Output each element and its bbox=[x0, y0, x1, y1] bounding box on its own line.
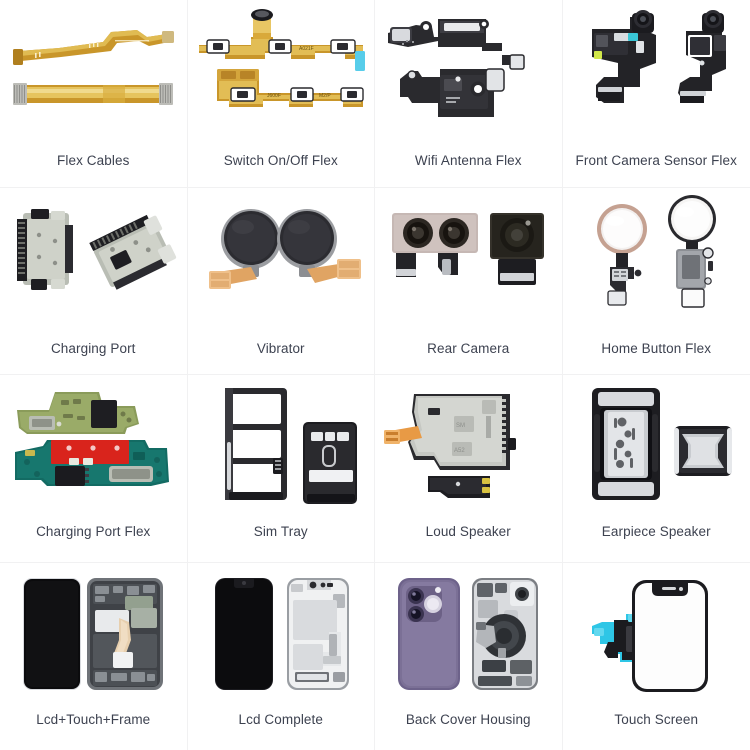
category-label: Wifi Antenna Flex bbox=[414, 153, 522, 168]
lcd-touch-frame-thumbnail bbox=[0, 563, 187, 701]
category-label: Switch On/Off Flex bbox=[223, 153, 338, 168]
category-label: Home Button Flex bbox=[601, 340, 712, 356]
category-label: Charging Port bbox=[50, 340, 136, 356]
category-card-sim-tray[interactable]: Sim Tray bbox=[187, 375, 375, 563]
category-label: Charging Port Flex bbox=[36, 524, 151, 539]
wifi-antenna-flex-thumbnail bbox=[375, 0, 562, 138]
category-card-vibrator[interactable]: Vibrator bbox=[187, 187, 375, 375]
category-label: Front Camera Sensor Flex bbox=[575, 153, 737, 168]
category-label: Lcd+Touch+Frame bbox=[36, 711, 151, 727]
category-card-back-cover-housing[interactable]: Back Cover Housing bbox=[375, 562, 563, 750]
earpiece-speaker-thumbnail bbox=[563, 375, 750, 513]
category-card-loud-speaker[interactable]: SM A52 bbox=[375, 375, 563, 563]
loud-speaker-thumbnail: SM A52 bbox=[375, 375, 562, 513]
category-card-wifi-antenna-flex[interactable]: Wifi Antenna Flex bbox=[375, 0, 563, 188]
svg-text:SM: SM bbox=[456, 423, 465, 429]
category-card-rear-camera[interactable]: Rear Camera bbox=[375, 187, 563, 375]
rear-camera-thumbnail bbox=[375, 188, 562, 326]
category-card-touch-screen[interactable]: Touch Screen bbox=[562, 562, 750, 750]
vibrator-thumbnail bbox=[188, 188, 375, 326]
charging-port-flex-thumbnail bbox=[0, 375, 187, 513]
category-label: Loud Speaker bbox=[425, 524, 511, 539]
category-card-lcd-complete[interactable]: Lcd Complete bbox=[187, 562, 375, 750]
front-camera-sensor-flex-thumbnail bbox=[563, 0, 750, 138]
sim-tray-thumbnail bbox=[188, 375, 375, 513]
svg-text:A52: A52 bbox=[454, 448, 465, 454]
lcd-complete-thumbnail bbox=[188, 563, 375, 701]
category-card-lcd-touch-frame[interactable]: Lcd+Touch+Frame bbox=[0, 562, 188, 750]
category-card-front-camera-sensor-flex[interactable]: Front Camera Sensor Flex bbox=[562, 0, 750, 188]
svg-text:J600F: J600F bbox=[267, 93, 281, 99]
svg-text:A021F: A021F bbox=[299, 46, 314, 52]
category-card-home-button-flex[interactable]: Home Button Flex bbox=[562, 187, 750, 375]
touch-screen-thumbnail bbox=[563, 563, 750, 701]
category-label: Touch Screen bbox=[614, 711, 699, 727]
back-cover-housing-thumbnail bbox=[375, 563, 562, 701]
home-button-flex-thumbnail bbox=[563, 188, 750, 326]
category-label: Back Cover Housing bbox=[405, 711, 531, 727]
category-label: Sim Tray bbox=[253, 524, 308, 539]
charging-port-thumbnail bbox=[0, 188, 187, 326]
category-label: Rear Camera bbox=[427, 340, 510, 356]
category-card-flex-cables[interactable]: Flex Cables bbox=[0, 0, 188, 188]
category-card-earpiece-speaker[interactable]: Earpiece Speaker bbox=[562, 375, 750, 563]
category-label: Vibrator bbox=[256, 340, 305, 356]
category-label: Earpiece Speaker bbox=[601, 524, 711, 539]
category-card-switch-onoff-flex[interactable]: A021F J6 bbox=[187, 0, 375, 188]
category-card-charging-port[interactable]: Charging Port bbox=[0, 187, 188, 375]
category-card-charging-port-flex[interactable]: Charging Port Flex bbox=[0, 375, 188, 563]
svg-text:M2/P: M2/P bbox=[319, 93, 331, 99]
flex-cables-thumbnail bbox=[0, 0, 187, 138]
switch-onoff-flex-thumbnail: A021F J6 bbox=[188, 0, 375, 138]
category-label: Lcd Complete bbox=[238, 711, 323, 727]
category-label: Flex Cables bbox=[57, 153, 130, 168]
